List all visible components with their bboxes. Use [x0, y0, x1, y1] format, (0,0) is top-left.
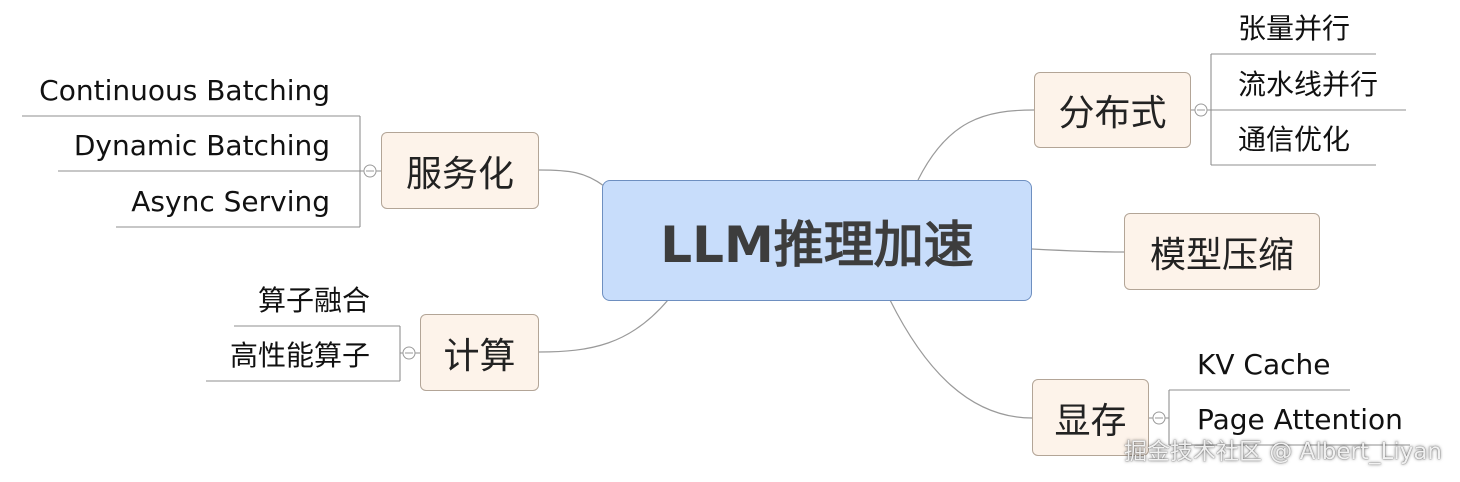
subtopic-page-attention[interactable]: Page Attention [1197, 403, 1403, 436]
central-topic[interactable]: LLM推理加速 [602, 180, 1032, 301]
connector-compute [538, 299, 669, 353]
topic-memory[interactable]: 显存 [1032, 379, 1149, 456]
subtopic-kv-cache[interactable]: KV Cache [1197, 348, 1331, 381]
connector-distributed [917, 109, 1035, 181]
topic-serving[interactable]: 服务化 [381, 132, 539, 209]
watermark: 掘金技术社区 @ Albert_Liyan [1124, 439, 1442, 465]
subtopic-dynamic-batching[interactable]: Dynamic Batching [73, 129, 330, 162]
subtopic-communication-optimization[interactable]: 通信优化 [1238, 123, 1351, 156]
topic-compute[interactable]: 计算 [420, 314, 539, 391]
subtopic-high-perf-operators[interactable]: 高性能算子 [229, 339, 370, 372]
subtopic-async-serving[interactable]: Async Serving [131, 185, 330, 218]
connector-compression [1031, 248, 1125, 253]
topic-compression[interactable]: 模型压缩 [1124, 213, 1320, 290]
subtopic-operator-fusion[interactable]: 算子融合 [257, 284, 370, 317]
subtopic-continuous-batching[interactable]: Continuous Batching [39, 74, 330, 107]
connector-memory [889, 299, 1033, 419]
connector-serving [538, 169, 605, 187]
topic-distributed[interactable]: 分布式 [1034, 72, 1191, 148]
subtopic-tensor-parallel[interactable]: 张量并行 [1238, 12, 1351, 45]
subtopic-pipeline-parallel[interactable]: 流水线并行 [1238, 68, 1379, 101]
